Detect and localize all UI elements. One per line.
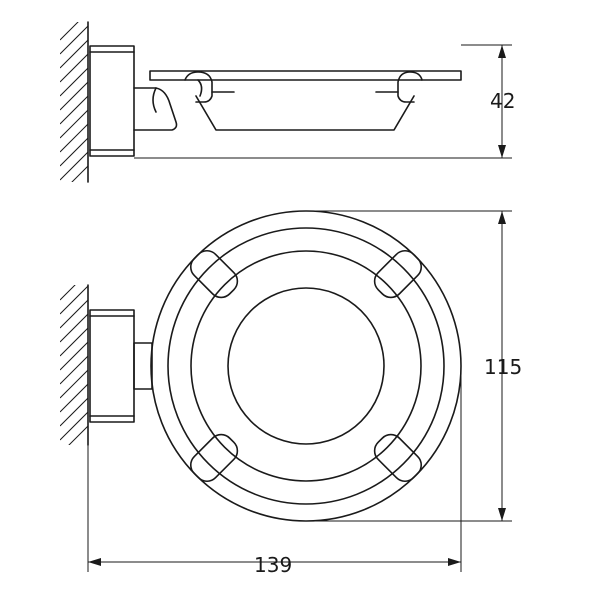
middle-ring	[167, 227, 445, 505]
dimension-width-front: 139	[87, 366, 462, 577]
clip-bottom-right	[373, 433, 423, 483]
dimension-label-42: 42	[490, 89, 515, 113]
dimension-height-front: 115	[306, 210, 522, 522]
right-clip-side	[397, 71, 423, 103]
holder-arm-front	[133, 342, 153, 390]
holder-arm-side	[133, 87, 178, 131]
dimension-label-139: 139	[254, 553, 292, 577]
wall-flange-front	[89, 309, 135, 423]
dish-bowl-side	[195, 95, 415, 131]
dish-inner-circle	[227, 287, 385, 445]
dimension-height-side: 42	[134, 44, 515, 159]
front-view: 115 139	[60, 210, 522, 577]
clip-top-right	[373, 249, 423, 299]
holder-clip-side	[152, 87, 157, 113]
dish-outer-edge	[190, 250, 422, 482]
clip-bottom-left	[189, 433, 239, 483]
wall-hatch-bottom	[60, 285, 88, 445]
left-clip-detail	[197, 79, 203, 97]
wall-hatch-top	[60, 22, 88, 182]
left-clip-side	[184, 71, 213, 103]
side-view: 42	[60, 21, 515, 183]
outer-ring	[150, 210, 462, 522]
dimension-label-115: 115	[484, 355, 522, 379]
glass-plate-side	[149, 70, 462, 81]
wall-flange-side	[89, 45, 135, 157]
clip-top-left	[189, 249, 239, 299]
